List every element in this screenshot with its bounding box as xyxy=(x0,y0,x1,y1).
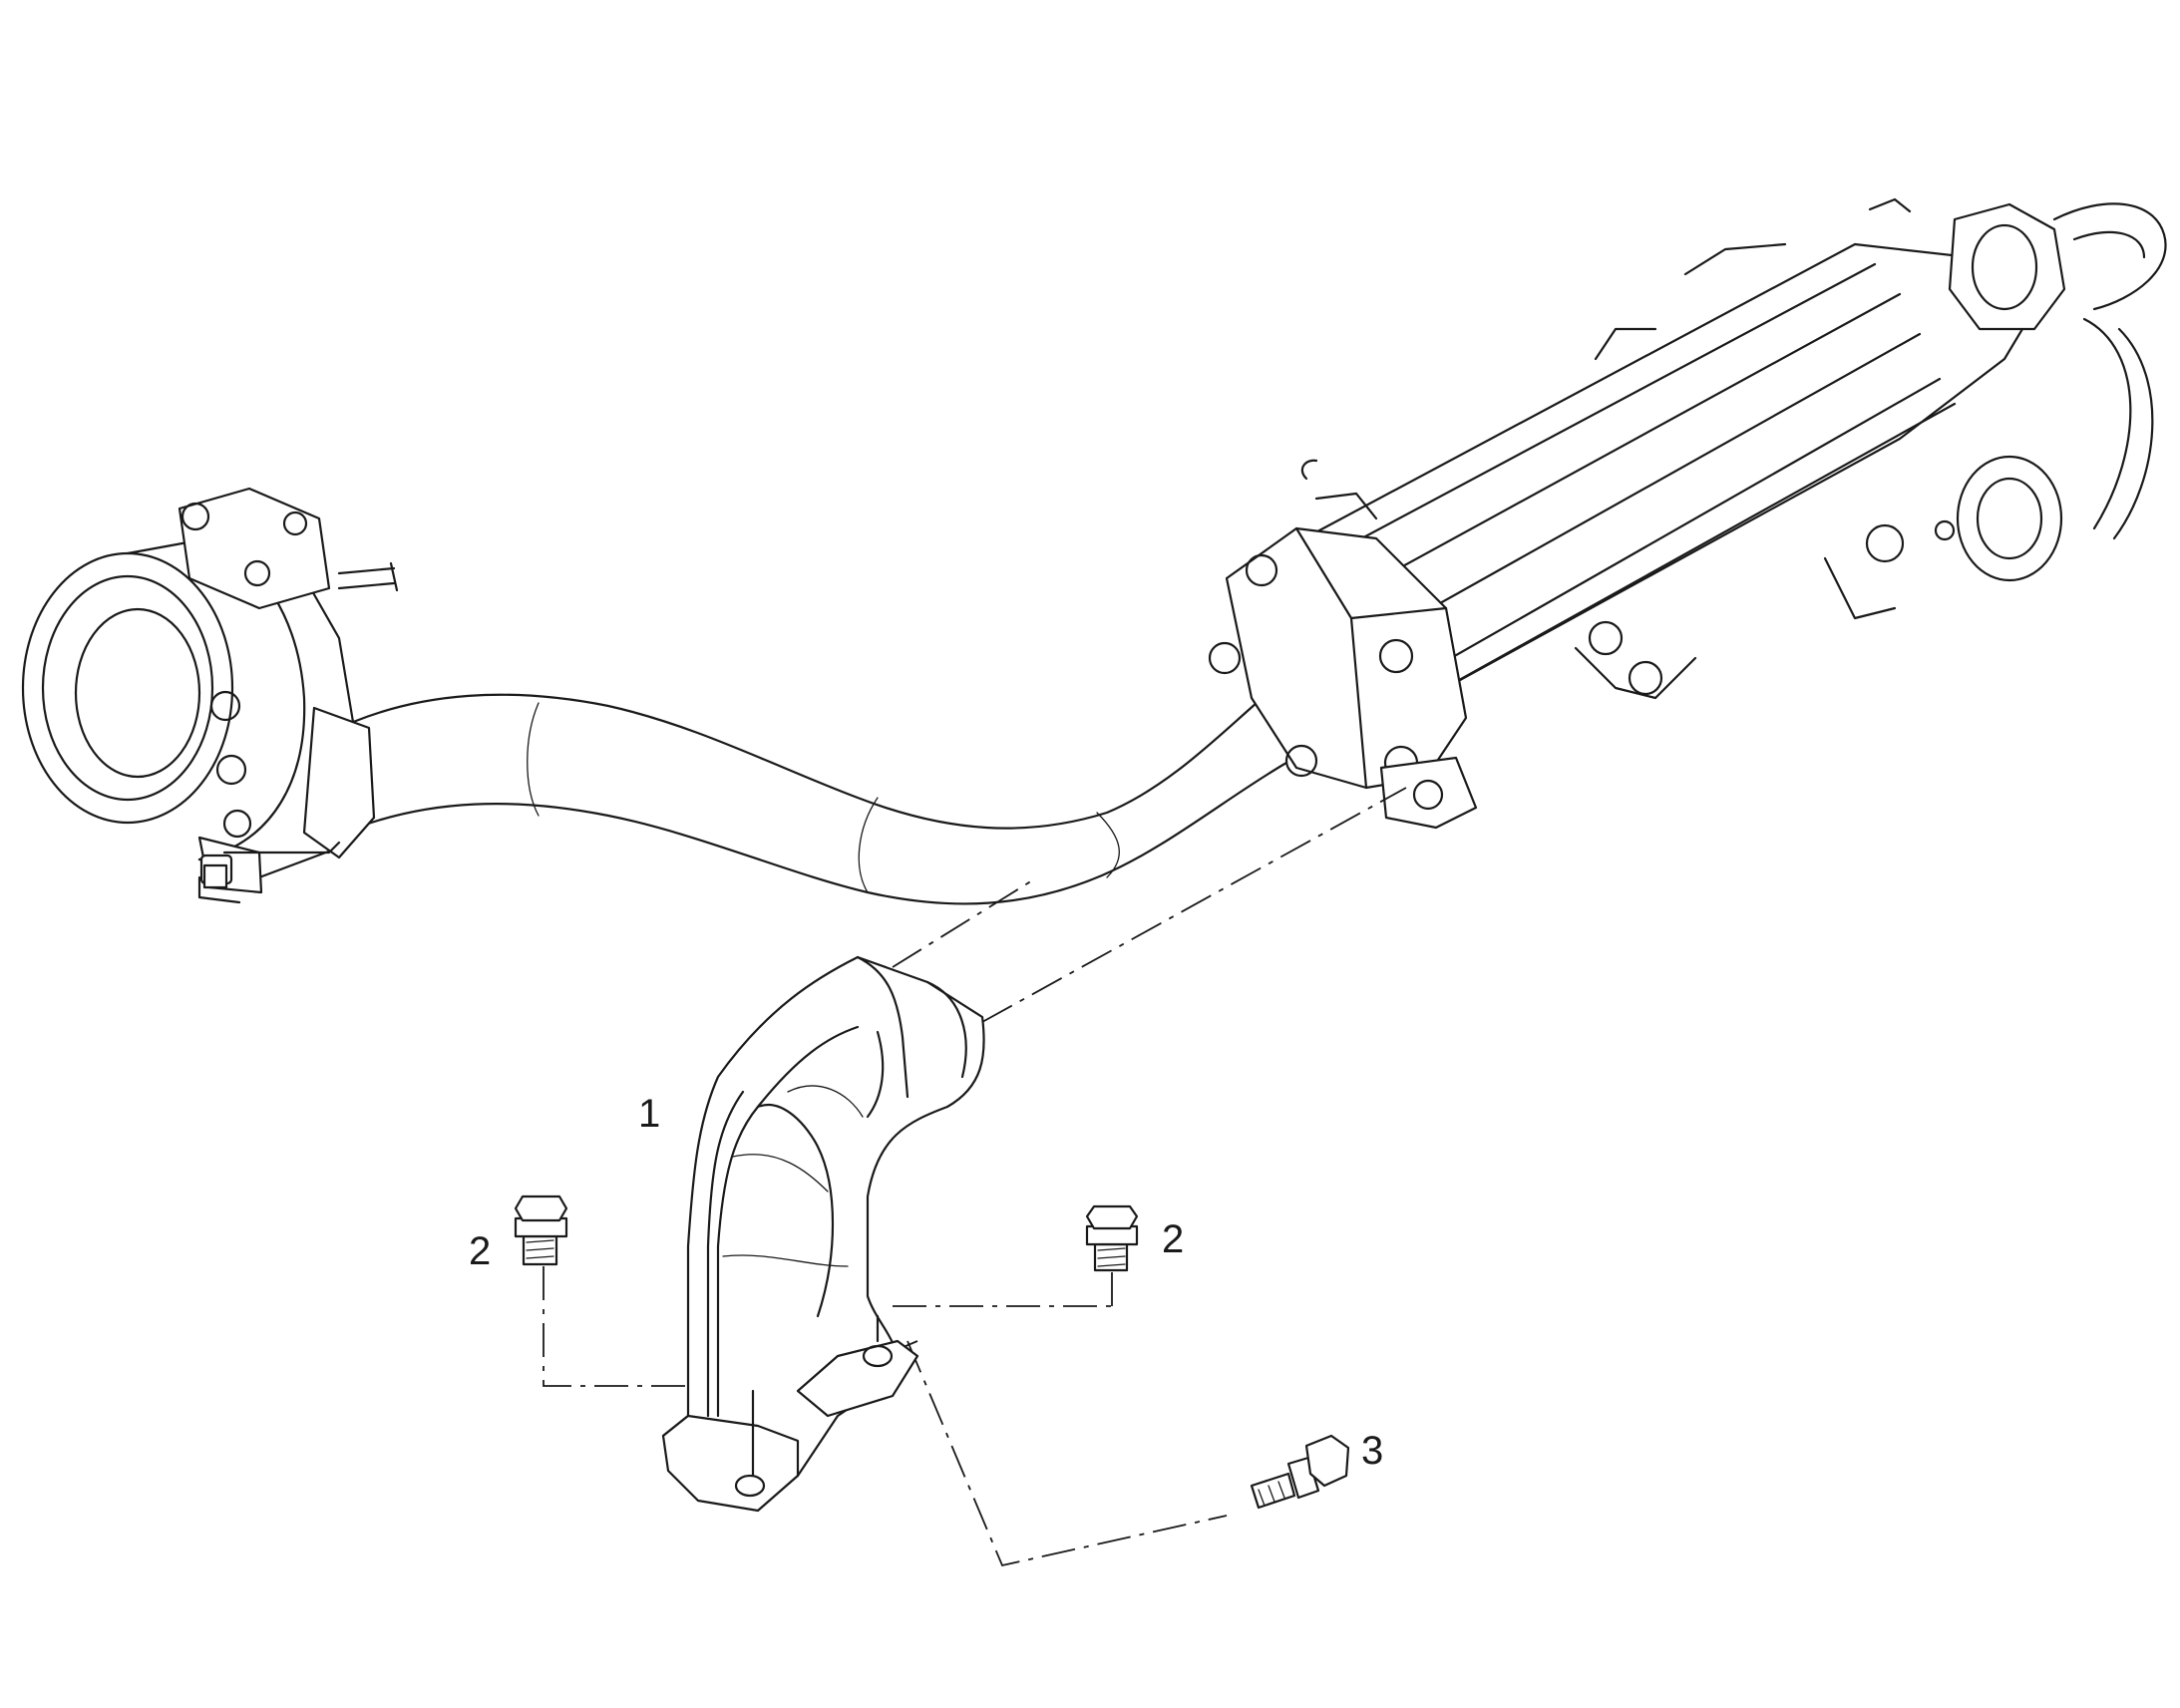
callout-part-3: 3 xyxy=(1361,1429,1383,1473)
callout-part-2-left: 2 xyxy=(469,1229,491,1273)
callout-part-1: 1 xyxy=(638,1092,660,1136)
intake-tube xyxy=(327,693,1288,905)
elbow-pipe-part-1 xyxy=(661,955,985,1513)
flange-bolt-icon xyxy=(1250,1434,1350,1510)
flange-bolt-icon xyxy=(1085,1204,1139,1272)
callout-part-2-right: 2 xyxy=(1162,1217,1184,1261)
flange-bolt-icon xyxy=(514,1195,568,1266)
egr-cooler-right xyxy=(1208,197,2167,830)
throttle-body-left xyxy=(21,487,399,904)
